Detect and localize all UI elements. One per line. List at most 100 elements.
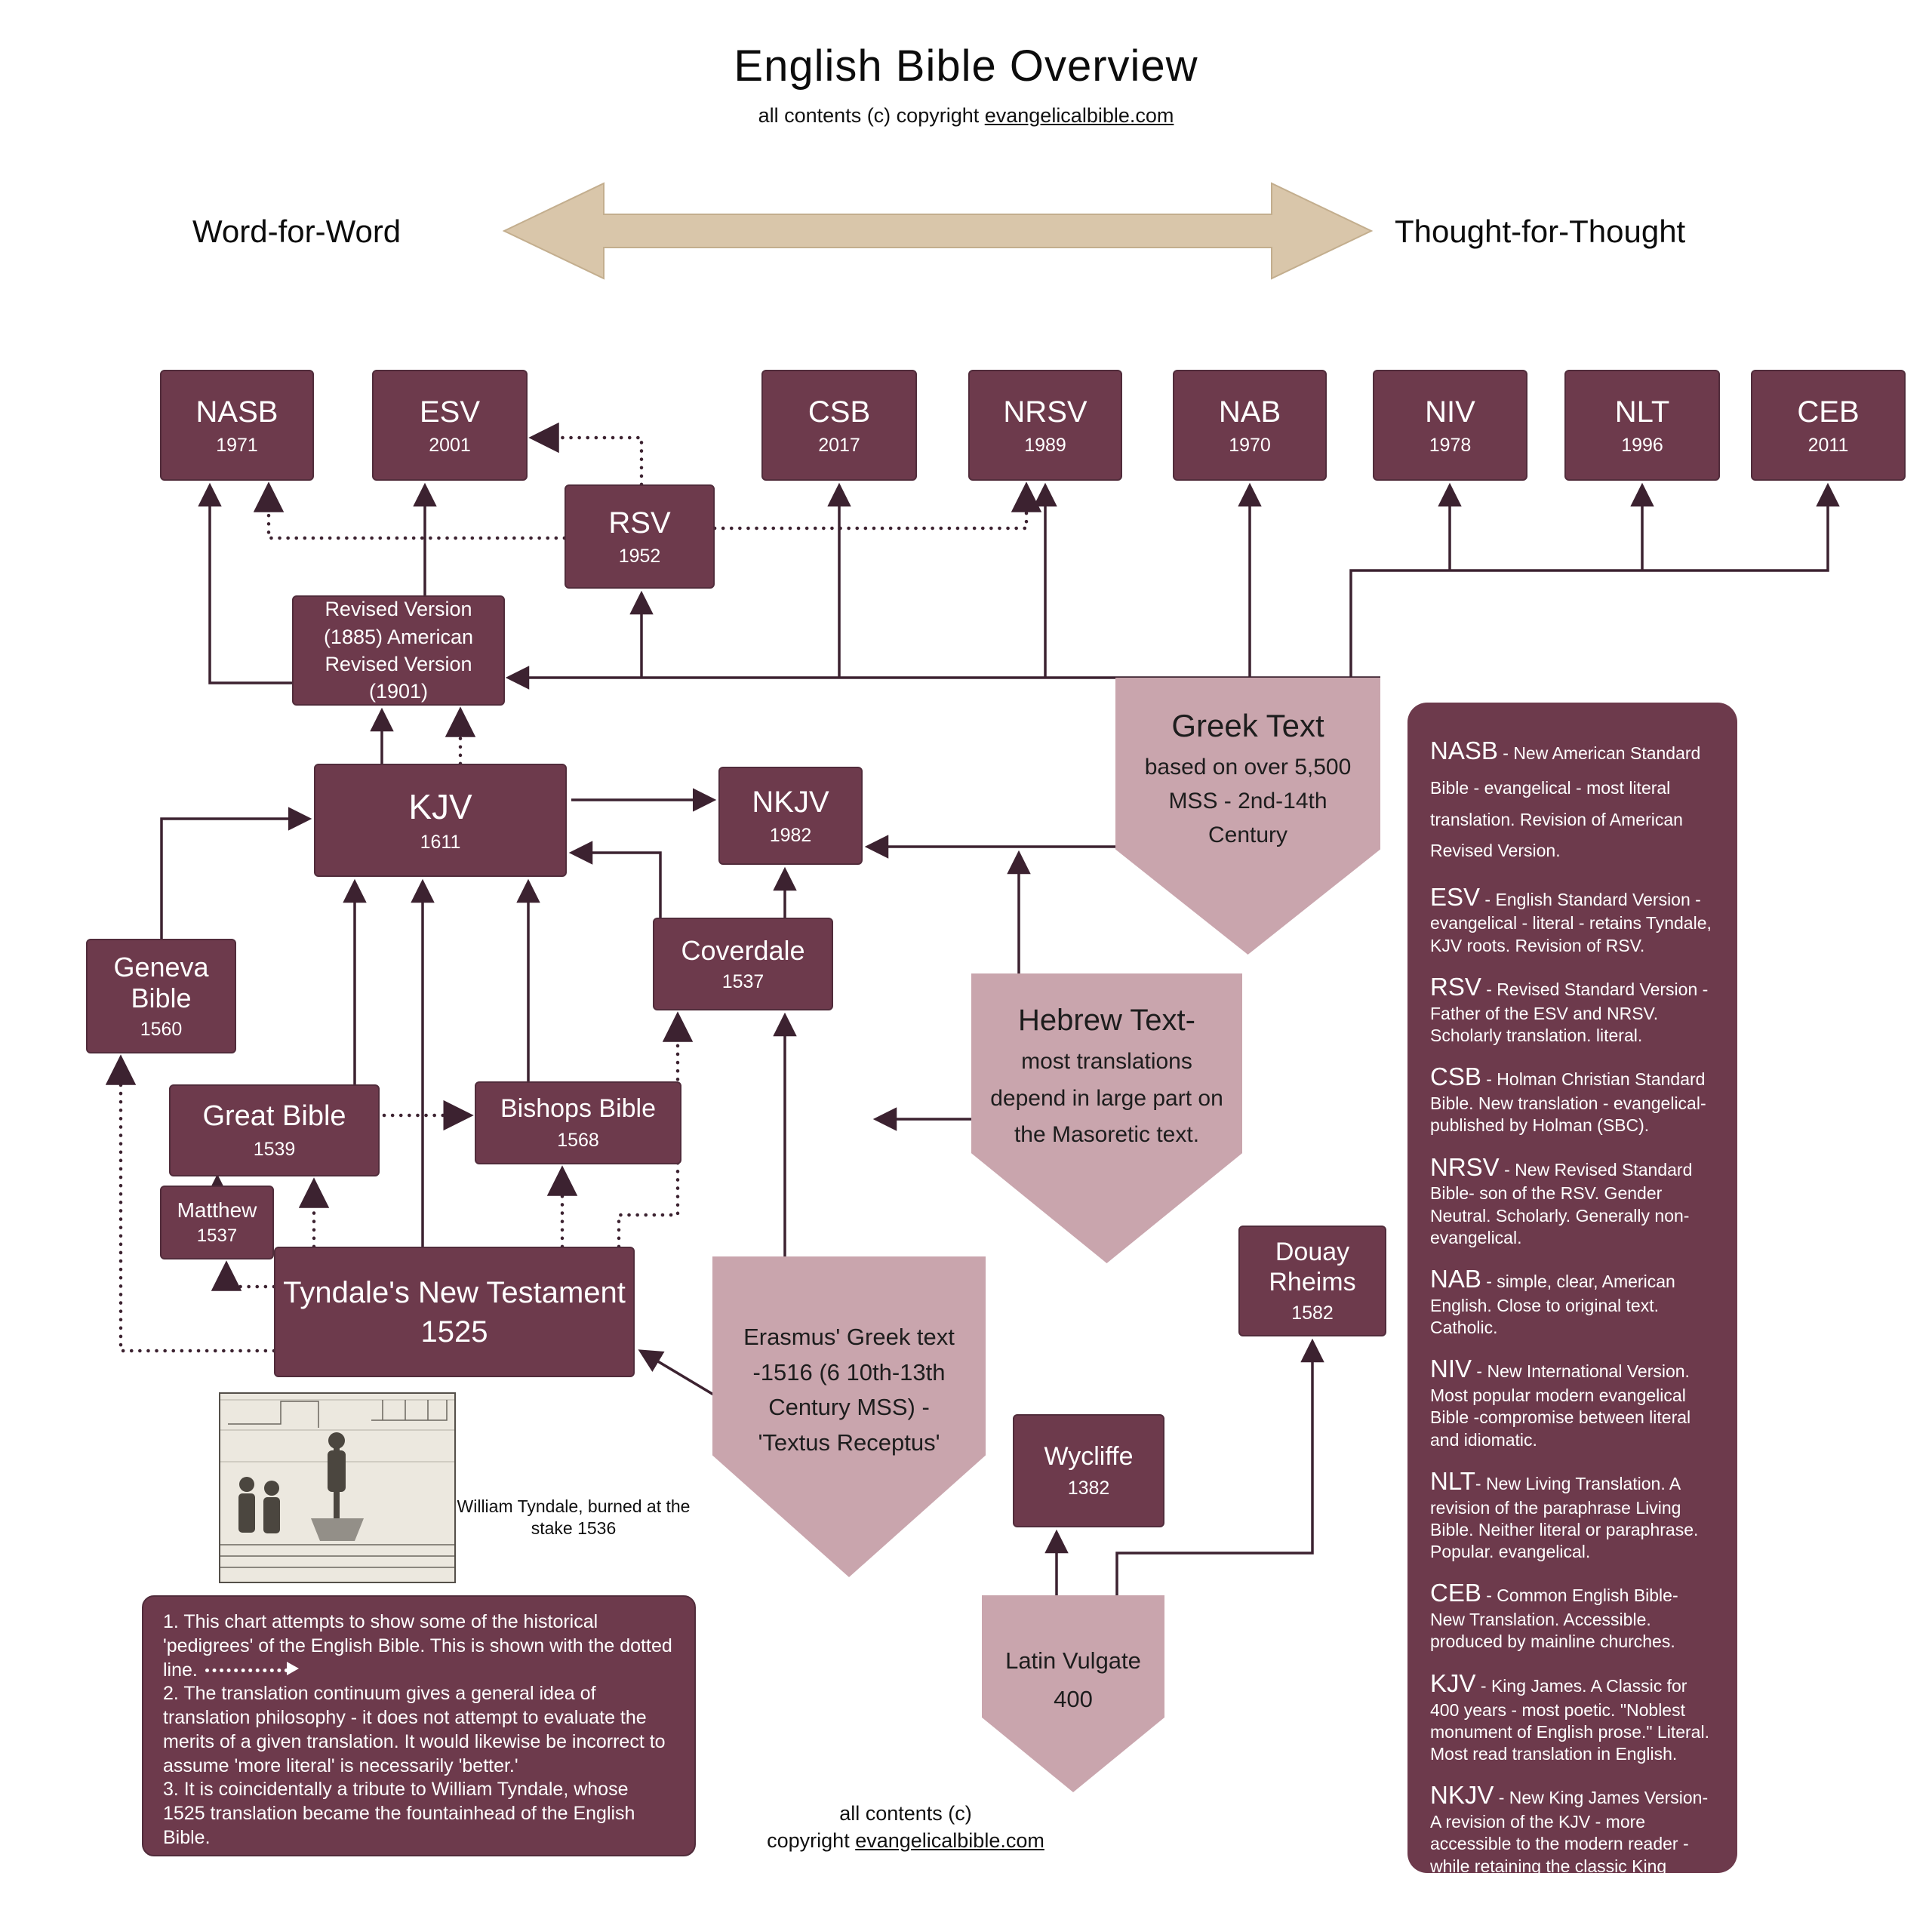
tyndale-caption: William Tyndale, burned at the stake 153… (457, 1496, 691, 1538)
edge-geneva-kjv (160, 807, 312, 939)
box-coverdale-year: 1537 (721, 971, 764, 993)
hebrew-text-title: Hebrew Text- (1018, 1004, 1195, 1037)
box-nkjv: NKJV 1982 (718, 767, 863, 865)
box-nab-year: 1970 (1229, 434, 1271, 456)
subtitle-link[interactable]: evangelicalbible.com (984, 104, 1174, 127)
box-great-bible: Great Bible 1539 (169, 1084, 380, 1176)
continuum-arrow (502, 182, 1374, 280)
note-item-1-text: 1. This chart attempts to show some of t… (163, 1611, 672, 1681)
box-nlt-label: NLT (1614, 395, 1670, 429)
box-revised-version-text: Revised Version (1885) American Revised … (323, 598, 474, 703)
page-subtitle: all contents (c) copyright evangelicalbi… (0, 104, 1932, 128)
erasmus-text-body: Erasmus' Greek text -1516 (6 10th-13th C… (743, 1324, 955, 1456)
box-kjv: KJV 1611 (314, 764, 567, 877)
box-niv-year: 1978 (1429, 434, 1472, 456)
notes-box: 1. This chart attempts to show some of t… (142, 1595, 696, 1856)
legend-abbr: CEB (1430, 1579, 1481, 1607)
box-wycliffe-label: Wycliffe (1044, 1442, 1134, 1472)
legend-entry-rsv: RSV - Revised Standard Version - Father … (1430, 971, 1715, 1047)
legend-abbr: NIV (1430, 1355, 1472, 1383)
legend-entry-esv: ESV - English Standard Version - evangel… (1430, 881, 1715, 957)
box-nlt: NLT 1996 (1564, 370, 1720, 481)
box-matthew: Matthew 1537 (160, 1186, 274, 1259)
legend-entry-kjv: KJV - King James. A Classic for 400 year… (1430, 1668, 1715, 1766)
legend-entry-nab: NAB - simple, clear, American English. C… (1430, 1263, 1715, 1339)
legend-abbr: RSV (1430, 972, 1481, 1001)
legend-desc: - New King James Version- A revision of … (1430, 1788, 1709, 1873)
legend-entry-niv: NIV - New International Version. Most po… (1430, 1353, 1715, 1451)
edge-rsv-nasb-dotted (253, 481, 567, 540)
latin-vulgate-year: 400 (1054, 1685, 1093, 1712)
edge-rsv-nrsv-dotted (712, 481, 1042, 531)
box-rsv-label: RSV (608, 506, 671, 540)
box-matthew-year: 1537 (196, 1225, 238, 1246)
label-thought-for-thought: Thought-for-Thought (1395, 214, 1686, 249)
box-bishops-bible: Bishops Bible 1568 (475, 1081, 681, 1164)
legend-abbr: ESV (1430, 882, 1481, 911)
hebrew-text-body: most translations depend in large part o… (990, 1049, 1223, 1148)
box-nrsv-label: NRSV (1003, 395, 1088, 429)
greek-text-body: based on over 5,500 MSS - 2nd-14th Centu… (1144, 755, 1352, 847)
legend-abbr: NAB (1430, 1265, 1481, 1293)
legend-abbr: NASB (1430, 737, 1498, 764)
legend-desc: - New American Standard Bible - evangeli… (1430, 743, 1701, 861)
tyndale-engraving-image (219, 1392, 456, 1583)
box-coverdale: Coverdale 1537 (653, 918, 833, 1010)
box-coverdale-label: Coverdale (681, 934, 805, 966)
box-esv-label: ESV (419, 395, 481, 429)
box-wycliffe-year: 1382 (1067, 1477, 1110, 1499)
tyndale-engraving-art (220, 1394, 454, 1582)
box-ceb-year: 2011 (1807, 434, 1849, 456)
legend-entry-nrsv: NRSV - New Revised Standard Bible- son o… (1430, 1152, 1715, 1250)
box-nasb-label: NASB (195, 395, 278, 429)
legend-abbr: CSB (1430, 1063, 1481, 1091)
legend-desc: - Common English Bible- New Translation.… (1430, 1585, 1678, 1652)
box-rsv-year: 1952 (618, 546, 661, 567)
box-douay-label: Douay Rheims (1269, 1238, 1356, 1296)
legend-entry-csb: CSB - Holman Christian Standard Bible. N… (1430, 1061, 1715, 1136)
footer-line-2-text: copyright (767, 1829, 856, 1853)
subtitle-text: all contents (c) copyright (758, 104, 985, 127)
legend-abbr: NKJV (1430, 1781, 1494, 1810)
footer-link[interactable]: evangelicalbible.com (855, 1829, 1044, 1853)
edge-rsv-esv-dotted (528, 422, 644, 487)
box-niv: NIV 1978 (1373, 370, 1527, 481)
box-nkjv-year: 1982 (769, 825, 812, 846)
legend-desc: - New International Version. Most popula… (1430, 1361, 1691, 1450)
edge-revisedversion-nasb (198, 482, 292, 684)
box-douay-rheims: Douay Rheims 1582 (1238, 1226, 1386, 1336)
legend-entry-nkjv: NKJV - New King James Version- A revisio… (1430, 1779, 1715, 1873)
legend-desc: - English Standard Version - evangelical… (1430, 889, 1712, 955)
latin-vulgate-label: Latin Vulgate (1005, 1647, 1141, 1674)
legend-abbr: KJV (1430, 1668, 1476, 1697)
box-nasb-year: 1971 (216, 434, 258, 456)
note-item-1: 1. This chart attempts to show some of t… (163, 1610, 675, 1682)
dotted-line-arrow-icon (205, 1662, 299, 1676)
box-tyndale-label: Tyndale's New Testament 1525 (283, 1275, 626, 1349)
footer-line-2: copyright evangelicalbible.com (679, 1827, 1132, 1854)
box-esv: ESV 2001 (372, 370, 528, 481)
edge-greektext-ceb (1349, 482, 1840, 678)
legend-desc: - Holman Christian Standard Bible. New t… (1430, 1069, 1706, 1136)
edge-erasmus-tyndale (638, 1349, 719, 1399)
box-geneva-label: Geneva Bible (113, 951, 209, 1013)
legend-entry-nlt: NLT- New Living Translation. A revision … (1430, 1466, 1715, 1564)
box-bishops-label: Bishops Bible (500, 1094, 656, 1124)
box-rsv: RSV 1952 (565, 484, 715, 589)
box-csb-label: CSB (808, 395, 871, 429)
edge-tyndale-coverdale-dotted (617, 1011, 694, 1249)
edge-vulgate-douay (1115, 1338, 1324, 1595)
edge-coverdale-kjv (568, 841, 662, 918)
legend-entry-nasb: NASB - New American Standard Bible - eva… (1430, 728, 1715, 867)
box-great-bible-year: 1539 (253, 1138, 296, 1160)
note-item-3: 3. It is coincidentally a tribute to Wil… (163, 1779, 635, 1848)
box-csb: CSB 2017 (761, 370, 917, 481)
box-nasb: NASB 1971 (160, 370, 314, 481)
box-douay-year: 1582 (1291, 1302, 1334, 1324)
box-ceb: CEB 2011 (1751, 370, 1906, 481)
box-ceb-label: CEB (1797, 395, 1860, 429)
legend-abbr: NLT (1430, 1466, 1475, 1495)
box-great-bible-label: Great Bible (202, 1100, 346, 1133)
box-nrsv: NRSV 1989 (968, 370, 1122, 481)
box-tyndale: Tyndale's New Testament 1525 (274, 1247, 635, 1377)
